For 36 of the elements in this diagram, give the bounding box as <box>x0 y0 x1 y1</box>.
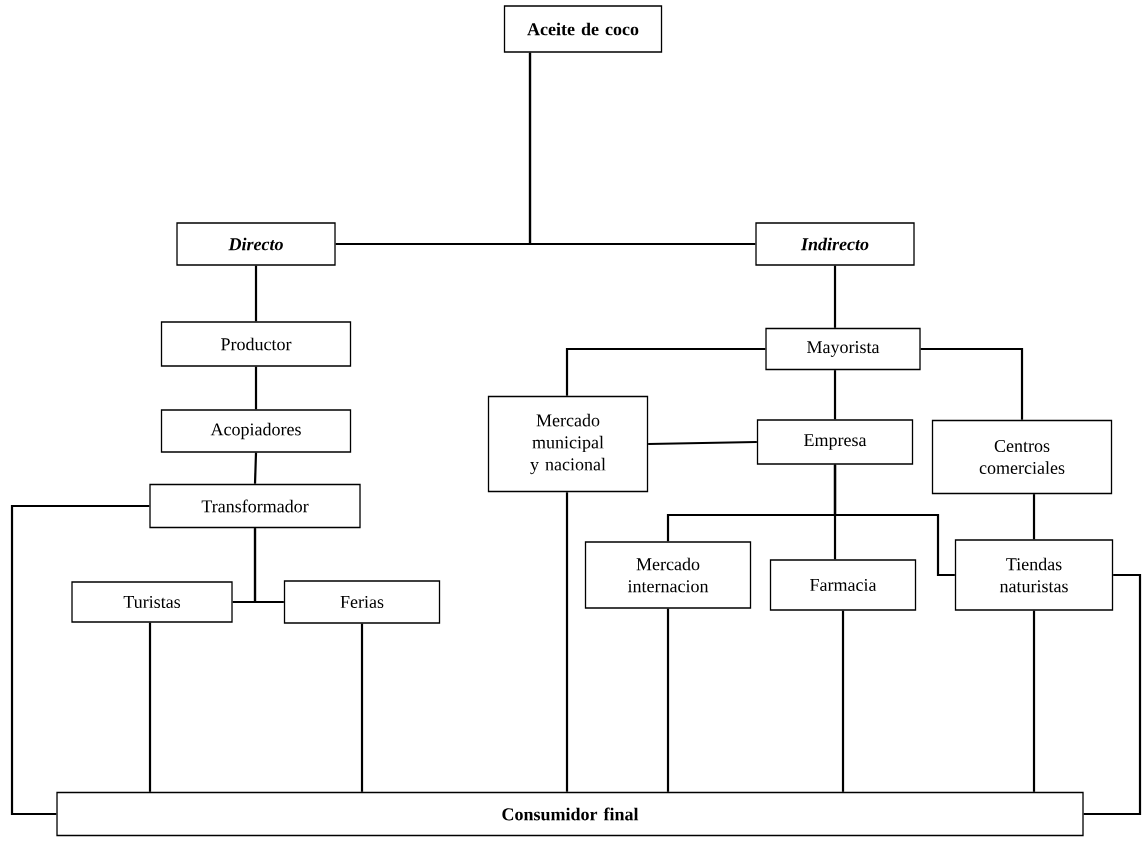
process-box: Farmacia <box>769 559 917 611</box>
connector-line <box>841 610 845 792</box>
process-box: Productor <box>160 321 352 367</box>
process-box: Indirecto <box>755 222 915 266</box>
connector-line <box>148 622 152 792</box>
connector-line <box>648 440 757 446</box>
connector-line <box>528 52 756 246</box>
process-box: Turistas <box>71 581 233 623</box>
connector-line <box>1083 573 1142 816</box>
process-box: Transformador <box>149 483 361 529</box>
connector-line <box>1032 610 1036 792</box>
connector-line <box>10 504 150 816</box>
process-box: Mayorista <box>765 327 921 371</box>
process-box: Empresa <box>756 419 914 465</box>
connector-line <box>666 608 670 792</box>
wide-box: Consumidor final <box>56 791 1084 837</box>
process-box: Mercado municipal y nacional <box>487 395 649 493</box>
process-box: Ferias <box>283 580 441 624</box>
process-box: Centros comerciales <box>931 419 1113 495</box>
connector-line <box>833 265 837 328</box>
connector-line <box>565 347 766 396</box>
connector-line <box>254 265 258 322</box>
process-box: Tiendas naturistas <box>954 539 1114 611</box>
connector-line <box>565 492 569 792</box>
connector-line <box>920 347 1024 420</box>
process-box: Directo <box>176 222 336 266</box>
connector-line <box>833 464 955 577</box>
process-box: Mercado internacion <box>584 541 752 609</box>
connector-line <box>833 370 837 420</box>
connector-line <box>360 623 364 792</box>
connector-line <box>253 528 284 604</box>
process-box: Acopiadores <box>160 409 352 453</box>
connector-line <box>254 366 258 410</box>
connector-line <box>253 452 258 484</box>
connector-line <box>1032 494 1036 540</box>
process-box: Aceite de coco <box>503 5 663 53</box>
